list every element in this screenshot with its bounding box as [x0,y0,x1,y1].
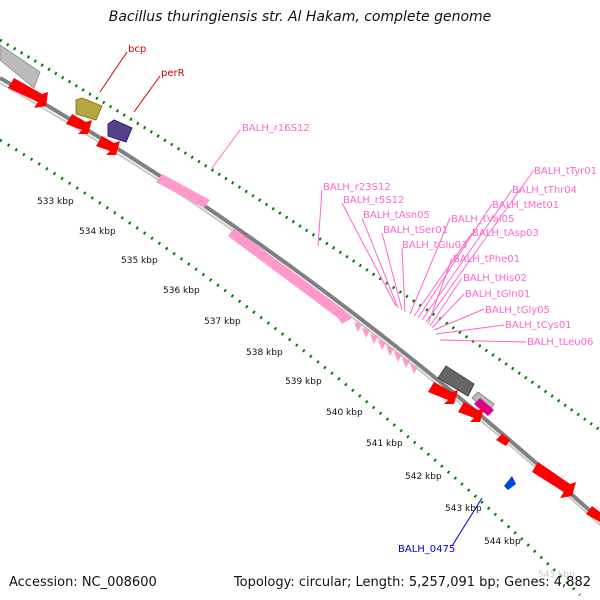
label-tGlu03[interactable]: BALH_tGlu03 [402,240,467,251]
gene-bcp [75,97,103,121]
label-tCys01[interactable]: BALH_tCys01 [505,320,572,331]
trna-cluster [354,322,418,374]
leader-bcp [99,51,128,93]
gene-blue [504,476,516,490]
leader-tVal05 [409,217,451,315]
scale-label-539: 539 kbp [285,377,322,387]
leader-tPhe01 [427,257,453,325]
leader-tTyr01 [425,169,535,323]
leader-tCys01 [435,324,505,335]
leader-tLeu06 [439,339,527,343]
gene-r23S [228,228,352,324]
label-perR[interactable]: perR [161,68,185,79]
scale-label-541: 541 kbp [366,439,403,449]
scale-label-542: 542 kbp [405,472,442,482]
leader-tMet01 [417,203,493,319]
scale-label-533: 533 kbp [37,197,74,207]
label-tAsn05[interactable]: BALH_tAsn05 [363,210,430,221]
label-tHis02[interactable]: BALH_tHis02 [463,273,527,284]
scale-label-538: 538 kbp [246,348,283,358]
label-tTyr01[interactable]: BALH_tTyr01 [534,166,597,177]
gene-red-1 [8,78,48,108]
gene-gray-1 [0,44,41,89]
label-tPhe01[interactable]: BALH_tPhe01 [453,254,520,265]
label-tGly05[interactable]: BALH_tGly05 [485,305,550,316]
outer-tick-track [0,38,600,432]
scale-label-535: 535 kbp [121,256,158,266]
leader-BALH_0475 [451,497,483,547]
label-r16S12[interactable]: BALH_r16S12 [242,123,310,134]
label-BALH_0475[interactable]: BALH_0475 [398,544,455,555]
label-tGln01[interactable]: BALH_tGln01 [465,289,530,300]
label-bcp[interactable]: bcp [128,44,146,55]
gene-r16S [156,174,210,208]
label-tSer01[interactable]: BALH_tSer01 [383,225,448,236]
gene-magenta [474,398,494,416]
gene-red-4 [428,382,458,404]
scale-label-543: 543 kbp [445,504,482,514]
label-tMet01[interactable]: BALH_tMet01 [492,200,559,211]
scale-label-536: 536 kbp [163,286,200,296]
label-r5S12[interactable]: BALH_r5S12 [343,195,404,206]
leader-perR [133,75,161,113]
leader-tSer01 [381,232,403,311]
leader-r16S [211,129,241,169]
scale-label-540: 540 kbp [326,408,363,418]
scale-label-545: 545 kbp [538,570,575,580]
leader-tGln01 [431,293,465,329]
leader-tAsp03 [413,232,473,317]
label-tAsp03[interactable]: BALH_tAsp03 [472,228,539,239]
map-title: Bacillus thuringiensis str. Al Hakam, co… [108,9,492,25]
backbone-inner [0,82,600,526]
leader-tGlu03 [401,247,406,313]
gene-red-7 [532,462,576,498]
label-tLeu06[interactable]: BALH_tLeu06 [527,337,593,348]
leader-tAsn05 [361,217,399,309]
gene-red-3 [96,136,120,155]
label-tThr04[interactable]: BALH_tThr04 [512,185,577,196]
gene-red-6 [496,434,510,446]
leader-r23S [317,189,323,247]
leader-r5S [341,202,397,307]
scale-label-534: 534 kbp [79,227,116,237]
scale-label-544: 544 kbp [484,537,521,547]
leader-tGly05 [433,308,485,331]
scale-label-537: 537 kbp [204,317,241,327]
gene-red-2 [66,114,92,134]
gene-red-5 [458,402,484,422]
accession-text: Accession: NC_008600 [9,575,157,590]
leader-tHis02 [429,277,463,327]
scale-track [0,138,582,597]
genome-summary-text: Topology: circular; Length: 5,257,091 bp… [233,575,591,590]
label-r23S12[interactable]: BALH_r23S12 [323,182,391,193]
gene-red-8 [586,506,600,522]
gene-perR [107,119,133,143]
label-tVal05[interactable]: BALH_tVal05 [451,214,514,225]
